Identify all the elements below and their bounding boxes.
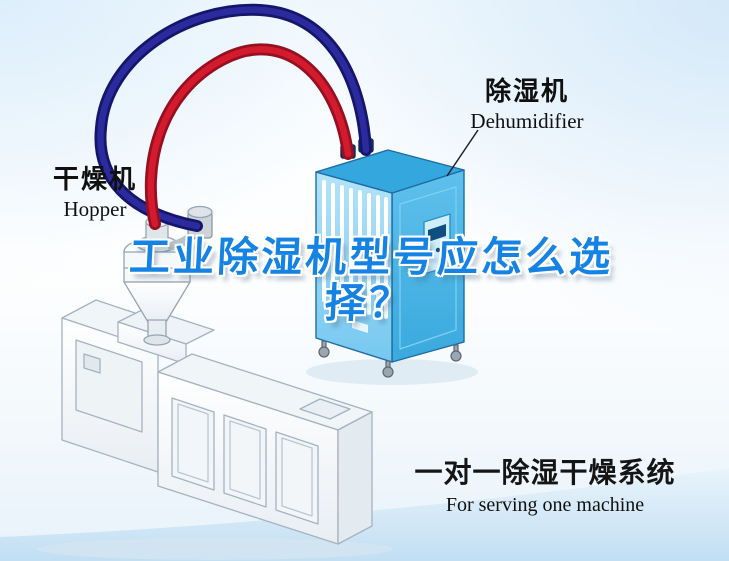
machine-shadow — [37, 538, 393, 560]
dehumidifier-label: 除湿机 Dehumidifier — [446, 76, 608, 133]
page-title-line1: 工业除湿机型号应怎么选 — [128, 234, 615, 280]
hoses — [94, 3, 372, 232]
hopper-label: 干燥机 Hopper — [34, 164, 156, 221]
industrial-dehumidifier — [315, 138, 465, 378]
system-caption: 一对一除湿干燥系统 For serving one machine — [398, 456, 692, 518]
hopper-label-en: Hopper — [63, 197, 127, 221]
page-title: 工业除湿机型号应怎么选 择？ — [68, 234, 673, 326]
dehumidifier-pointer-line — [446, 129, 479, 177]
system-caption-en: For serving one machine — [445, 494, 645, 516]
hopper-label-cn: 干燥机 — [52, 164, 137, 194]
system-caption-cn: 一对一除湿干燥系统 — [414, 457, 676, 488]
page-title-line2: 择？ — [323, 280, 414, 326]
drying-hopper — [123, 205, 213, 346]
dehumidifier-label-cn: 除湿机 — [484, 76, 569, 106]
dehumidifier-label-en: Dehumidifier — [470, 109, 584, 133]
